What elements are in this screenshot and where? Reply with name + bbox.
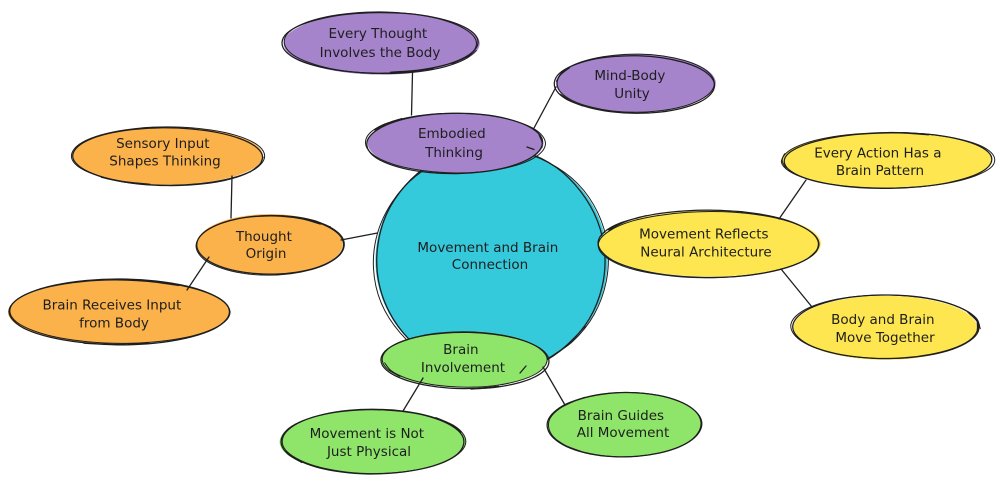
label-line-1: Embodied [418,126,486,142]
label-line-2: Just Physical [326,444,411,460]
leaf-label: Every Action Has a Brain Pattern [814,146,946,180]
label-line-2: Connection [452,257,528,273]
label-line-2: Involvement [421,360,505,376]
label-line-2: Origin [246,246,287,262]
node-thought-origin: Thought Origin [195,214,345,276]
node-outline [790,294,981,360]
connector-center-to-embodied-thinking [526,146,535,151]
node-outline [195,214,345,276]
central-topic-label: Movement and Brain Connection [417,240,562,273]
label-line-1: Brain Guides [578,408,664,424]
node-outline [9,279,231,344]
connector-thought-origin-to-sensory-input [230,175,233,219]
node-fill [367,112,544,173]
leaf-label: Movement is Not Just Physical [310,426,429,460]
node-every-action-has-a-brain-pattern: Every Action Has a Brain Pattern [780,131,996,190]
leaf-label: Sensory Input Shapes Thinking [109,136,220,170]
node-outline [364,112,546,174]
node-fill [8,280,231,345]
label-line-1: Mind-Body [594,68,665,84]
label-line-1: Body and Brain [831,312,934,328]
node-fill [381,331,548,388]
node-movement-is-not-just-physical: Movement is Not Just Physical [279,408,467,475]
node-outline [380,331,550,390]
leaf-label: Brain Guides All Movement [577,408,670,441]
label-line-2: Thinking [424,145,483,161]
connector-embodied-thinking-to-mind-body-unity [533,86,557,129]
label-line-1: Thought [235,229,292,245]
connector-center-to-thought-origin [340,232,379,241]
connector-movement-reflects-to-every-action [778,179,807,220]
connector-brain-involvement-to-brain-guides [542,366,566,406]
node-outline [556,53,715,113]
label-line-2: from Body [79,316,149,332]
label-line-1: Movement is Not [310,426,425,442]
node-fill [196,214,343,275]
node-outline [597,210,820,279]
node-outline [381,331,548,388]
node-outline [553,55,716,114]
connectors [186,72,813,412]
connector-center-to-brain-involvement [519,365,527,374]
label-line-1: Sensory Input [116,136,210,152]
connector-movement-reflects-to-body-and-brain [780,268,813,308]
node-outline [70,126,266,186]
node-outline [72,127,264,187]
node-brain-involvement: Brain Involvement [380,331,550,390]
leaf-label: Brain Receives Input from Body [42,298,185,332]
branch-label: Brain Involvement [421,342,505,376]
node-every-thought-involves-the-body: Every Thought Involves the Body [281,11,480,75]
node-outline [780,131,996,189]
label-line-2: All Movement [577,425,670,441]
node-fill [72,126,263,185]
node-outline [283,11,477,75]
label-line-2: Move Together [835,330,935,346]
connector-brain-involvement-to-movement-is-not [402,377,424,412]
label-line-1: Brain Receives Input [42,298,181,314]
label-line-1: Every Thought [329,26,428,42]
label-line-1: Every Action Has a [814,146,941,162]
node-fill [547,392,702,457]
label-line-2: Brain Pattern [836,163,924,179]
node-fill [283,12,480,75]
label-line-1: Movement Reflects [639,227,768,243]
node-outline [547,391,702,458]
branch-label: Embodied Thinking [418,126,490,161]
leaf-label: Every Thought Involves the Body [320,26,441,61]
node-movement-reflects-neural-architecture: Movement Reflects Neural Architecture [597,209,821,279]
node-fill [598,210,821,277]
node-body-and-brain-move-together: Body and Brain Move Together [790,294,981,360]
label-line-2: Shapes Thinking [109,154,220,170]
node-brain-guides-all-movement: Brain Guides All Movement [546,391,703,458]
node-brain-receives-input-from-body: Brain Receives Input from Body [8,278,231,346]
node-fill [782,132,993,189]
node-embodied-thinking: Embodied Thinking [364,112,546,175]
label-line-2: Neural Architecture [640,245,771,261]
label-line-2: Unity [614,86,649,102]
leaf-label: Body and Brain Move Together [831,312,939,346]
label-line-1: Brain [443,342,478,358]
connector-thought-origin-to-brain-receives-input [186,256,210,291]
leaf-label: Mind-Body Unity [594,68,669,102]
node-mind-body-unity: Mind-Body Unity [553,53,716,114]
node-outline [281,408,467,475]
branch-label: Movement Reflects Neural Architecture [639,227,773,261]
label-line-2: Involves the Body [320,45,441,61]
connector-embodied-thinking-to-every-thought [410,72,414,116]
branch-label: Thought Origin [235,229,296,262]
node-fill [793,295,978,360]
node-sensory-input-shapes-thinking: Sensory Input Shapes Thinking [70,126,266,187]
label-line-1: Movement and Brain [417,240,558,256]
node-fill [555,54,716,113]
node-fill [375,147,608,374]
node-outline [8,278,231,346]
node-fill [279,409,466,474]
